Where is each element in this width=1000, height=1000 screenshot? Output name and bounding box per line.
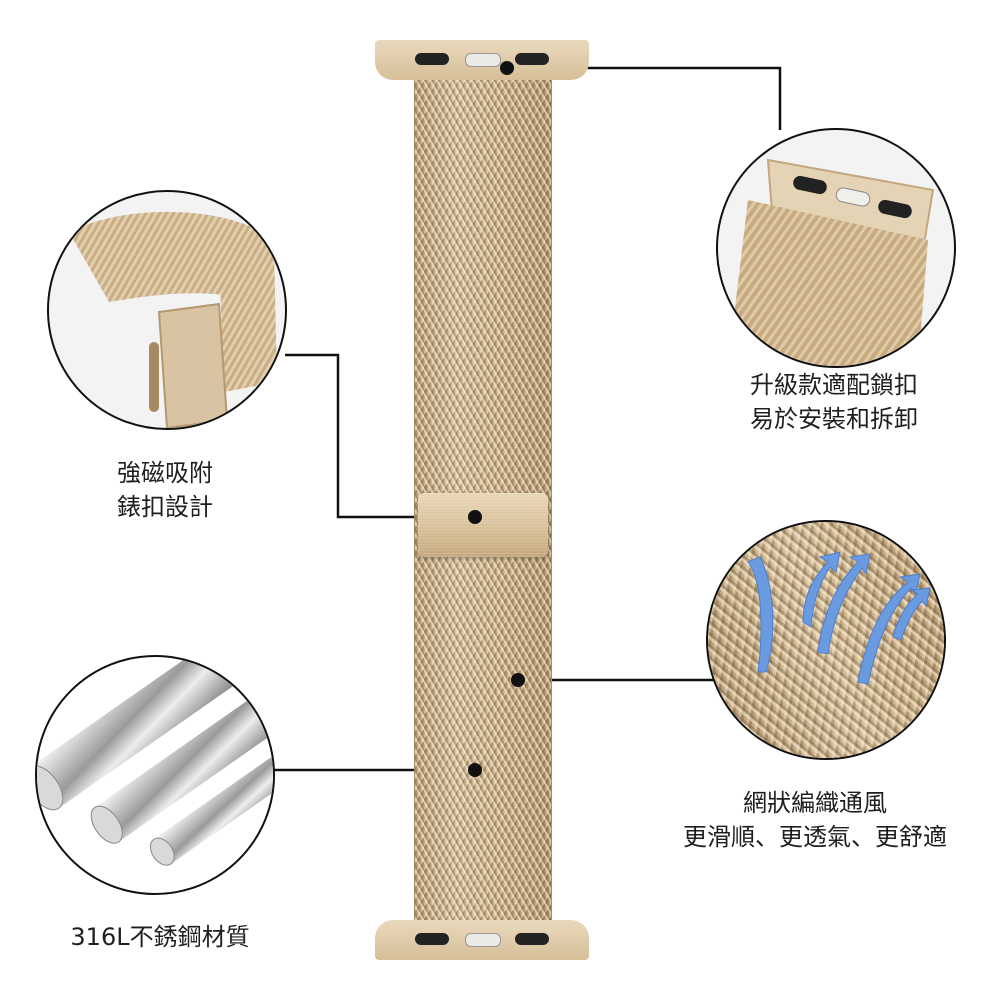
ventilation-callout-dot bbox=[511, 673, 525, 687]
magnetic-buckle bbox=[418, 493, 548, 557]
connector-caption-line2: 易於安裝和拆卸 bbox=[750, 405, 918, 433]
connector-caption: 升級款適配鎖扣 易於安裝和拆卸 bbox=[716, 368, 952, 436]
magnetic-clasp-closeup-icon bbox=[47, 190, 287, 430]
clasp-callout-dot bbox=[468, 510, 482, 524]
clasp-callout-line bbox=[285, 353, 475, 519]
connector-caption-line1: 升級款適配鎖扣 bbox=[750, 371, 918, 399]
connector-slot-icon bbox=[415, 933, 449, 945]
connector-slot-icon bbox=[415, 53, 449, 65]
material-caption: 316L不銹鋼材質 bbox=[40, 920, 280, 954]
connector-slot-icon bbox=[515, 933, 549, 945]
connector-slot-icon bbox=[515, 53, 549, 65]
bottom-connector-lug bbox=[375, 920, 589, 960]
ventilation-caption-line2: 更滑順、更透氣、更舒適 bbox=[683, 823, 947, 851]
magnetic-clasp-caption: 強磁吸附 錶扣設計 bbox=[60, 456, 270, 524]
connector-release-button-icon bbox=[465, 53, 501, 67]
connector-callout-dot bbox=[500, 61, 514, 75]
material-caption-line1: 316L不銹鋼材質 bbox=[70, 923, 250, 951]
steel-rods-closeup-icon bbox=[35, 655, 275, 895]
connector-closeup-icon bbox=[716, 128, 956, 368]
top-connector-lug bbox=[375, 40, 589, 80]
magnetic-clasp-caption-line2: 錶扣設計 bbox=[117, 493, 213, 521]
ventilation-caption: 網狀編織通風 更滑順、更透氣、更舒適 bbox=[640, 786, 990, 854]
airflow-mesh-closeup-icon bbox=[706, 520, 946, 760]
magnetic-clasp-caption-line1: 強磁吸附 bbox=[117, 459, 213, 487]
material-callout-dot bbox=[468, 763, 482, 777]
ventilation-caption-line1: 網狀編織通風 bbox=[743, 789, 887, 817]
connector-callout-line bbox=[507, 66, 782, 130]
connector-release-button-icon bbox=[465, 933, 501, 947]
